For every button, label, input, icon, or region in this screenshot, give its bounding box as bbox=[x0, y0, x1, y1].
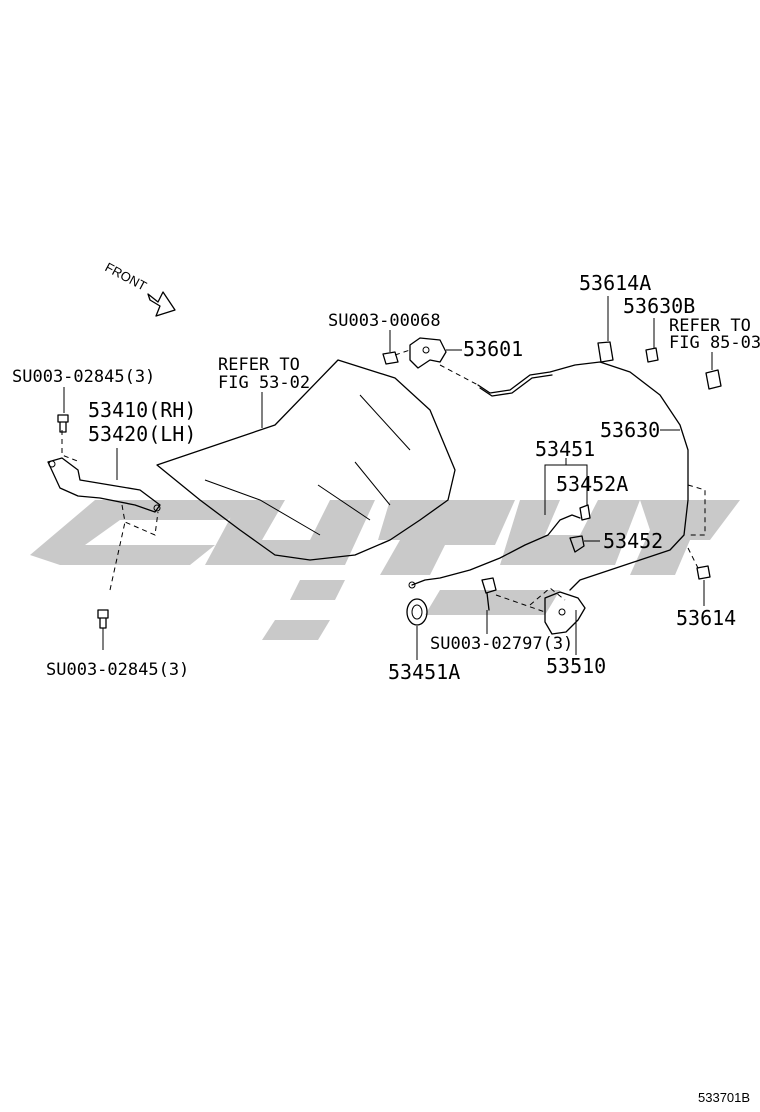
front-label: FRONT bbox=[103, 259, 150, 293]
label-53510: 53510 bbox=[546, 654, 606, 678]
figure-code: 533701B bbox=[698, 1090, 750, 1105]
label-53451: 53451 bbox=[535, 437, 595, 461]
bolt-top-icon bbox=[57, 414, 69, 433]
grommet-53451A-icon bbox=[406, 598, 428, 626]
hood-latch bbox=[481, 577, 586, 655]
label-su003-02845-bottom: SU003-02845(3) bbox=[46, 660, 189, 680]
label-refer-85-line1: REFER TO bbox=[669, 316, 751, 336]
clip-right-icon bbox=[705, 369, 722, 390]
label-su003-00068: SU003-00068 bbox=[328, 311, 441, 331]
label-53410-rh: 53410(RH) bbox=[88, 398, 196, 422]
hood-hinge bbox=[47, 387, 161, 650]
hood-panel bbox=[156, 359, 456, 561]
label-53452A: 53452A bbox=[556, 472, 628, 496]
label-refer-85-line2: FIG 85-03 bbox=[669, 333, 760, 353]
clip-53630B-icon bbox=[645, 347, 659, 363]
label-53614A: 53614A bbox=[579, 271, 651, 295]
clip-53614-icon bbox=[696, 565, 711, 580]
label-53420-lh: 53420(LH) bbox=[88, 422, 196, 446]
label-su003-02845-top: SU003-02845(3) bbox=[12, 367, 155, 387]
label-53614: 53614 bbox=[676, 606, 736, 630]
watermark-logo bbox=[30, 500, 740, 640]
label-53451A: 53451A bbox=[388, 660, 460, 684]
label-su003-02797: SU003-02797(3) bbox=[430, 634, 573, 654]
clip-53452-icon bbox=[569, 535, 585, 553]
clip-53614A-icon bbox=[597, 341, 614, 363]
label-refer-53-line1: REFER TO bbox=[218, 355, 300, 375]
label-53630: 53630 bbox=[600, 418, 660, 442]
label-53601: 53601 bbox=[463, 337, 523, 361]
label-53452: 53452 bbox=[603, 529, 663, 553]
bolt-bottom-icon bbox=[97, 609, 109, 629]
clip-53452A-icon bbox=[579, 504, 591, 521]
bolt-00068-icon bbox=[382, 351, 399, 365]
label-53630B: 53630B bbox=[623, 294, 695, 318]
front-arrow-icon bbox=[147, 291, 176, 317]
release-lever bbox=[406, 458, 600, 660]
label-refer-53-line2: FIG 53-02 bbox=[218, 373, 310, 393]
front-arrow: FRONT bbox=[103, 259, 176, 317]
hood-lock bbox=[382, 330, 479, 386]
bolt-02797-icon bbox=[481, 577, 497, 611]
release-cable bbox=[477, 296, 722, 606]
